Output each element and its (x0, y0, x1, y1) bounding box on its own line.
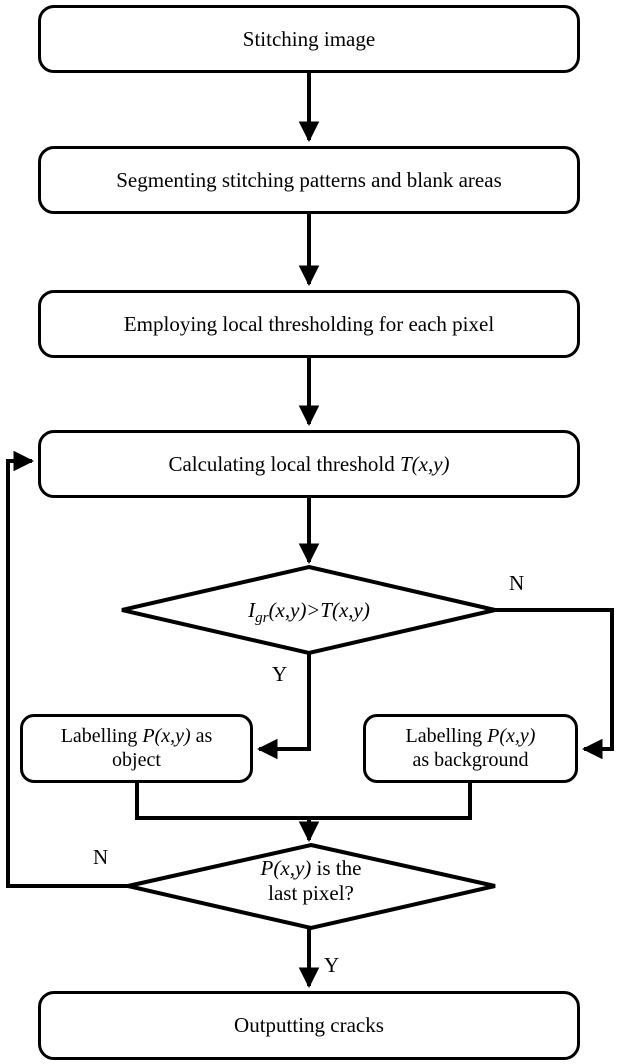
process-labelling-background[interactable]: Labelling P(x,y)as background (363, 714, 578, 783)
process-employing-thresholding-label: Employing local thresholding for each pi… (123, 311, 495, 336)
label-obj-args: (x,y) (154, 724, 191, 747)
label-obj-line2: object (112, 748, 161, 771)
connector-n5-merge (135, 783, 309, 820)
process-labelling-object-label: Labelling P(x,y) as object (61, 725, 213, 772)
label-bg-line2: as background (412, 748, 529, 771)
calc-text-prefix: Calculating local threshold (168, 451, 400, 476)
process-segmenting-patterns[interactable]: Segmenting stitching patterns and blank … (38, 146, 580, 214)
process-calculating-threshold-label: Calculating local threshold T(x,y) (168, 452, 449, 476)
edge-label-d2-no: N (93, 845, 109, 869)
calc-args: (x,y) (411, 451, 450, 476)
process-stitching-image[interactable]: Stitching image (38, 5, 580, 73)
process-stitching-image-label: Stitching image (242, 26, 376, 51)
edge-label-d2-yes: Y (324, 953, 340, 977)
decision-d2-shape (127, 842, 496, 931)
label-bg-args: (x,y) (499, 724, 536, 747)
process-segmenting-patterns-label: Segmenting stitching patterns and blank … (116, 167, 502, 192)
label-obj-prefix: Labelling (60, 724, 143, 747)
connector-d1-yes-n5 (256, 653, 311, 760)
process-outputting-cracks[interactable]: Outputting cracks (38, 991, 580, 1060)
decision-d1-shape (121, 564, 496, 656)
process-outputting-cracks-label: Outputting cracks (234, 1013, 384, 1038)
process-calculating-threshold[interactable]: Calculating local threshold T(x,y) (38, 430, 580, 498)
label-bg-prefix: Labelling (405, 724, 488, 747)
label-obj-suffix: as (190, 724, 213, 747)
edge-label-d1-no: N (509, 571, 525, 595)
connector-d2-no-feedback-n4 (6, 450, 128, 888)
label-obj-symbol-P: P (142, 724, 155, 747)
calc-symbol-T: T (399, 451, 412, 476)
label-bg-symbol-P: P (487, 724, 500, 747)
process-labelling-object[interactable]: Labelling P(x,y) as object (20, 714, 253, 783)
process-labelling-background-label: Labelling P(x,y)as background (406, 725, 536, 772)
connector-n6-merge (309, 783, 472, 820)
connector-d1-no-n6 (495, 608, 614, 760)
process-employing-thresholding[interactable]: Employing local thresholding for each pi… (38, 290, 580, 358)
edge-label-d1-yes: Y (272, 662, 288, 686)
